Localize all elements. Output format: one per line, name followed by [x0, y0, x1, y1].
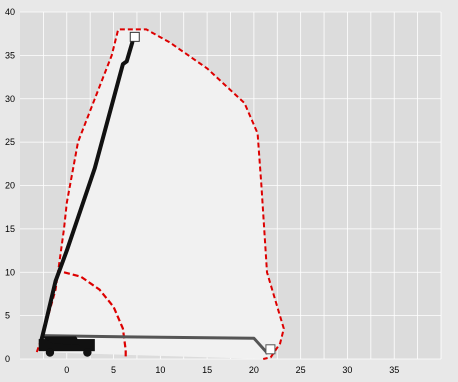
x-tick-label: 10 — [155, 365, 165, 375]
x-tick-label: 20 — [249, 365, 259, 375]
y-tick-label: 30 — [5, 94, 15, 104]
y-tick-label: 0 — [5, 354, 10, 364]
boom-lowered-line — [41, 334, 270, 355]
y-tick-label: 20 — [5, 181, 15, 191]
y-tick-label: 10 — [5, 267, 15, 277]
y-tick-label: 35 — [5, 50, 15, 60]
boom-raised-line — [39, 40, 135, 342]
machine-illustration — [38, 31, 276, 357]
platform-basket-lowered-icon — [265, 344, 276, 355]
turret — [40, 336, 81, 346]
y-tick-label: 5 — [5, 311, 10, 321]
axis-labels: 0 5 10 15 20 25 30 35 0 5 10 15 20 25 30 35 40 — [5, 7, 399, 375]
x-tick-label: 30 — [342, 365, 352, 375]
platform-basket-raised-icon — [129, 31, 140, 42]
x-tick-label: 0 — [64, 365, 69, 375]
series-layer — [35, 28, 285, 360]
x-tick-label: 5 — [111, 365, 116, 375]
x-tick-label: 35 — [389, 365, 399, 375]
y-tick-label: 15 — [5, 224, 15, 234]
x-tick-label: 15 — [202, 365, 212, 375]
x-tick-label: 25 — [296, 365, 306, 375]
envelope-area — [36, 29, 284, 360]
wheel-icon — [45, 348, 55, 357]
y-tick-label: 25 — [5, 137, 15, 147]
wheel-icon — [83, 348, 92, 357]
y-tick-label: 40 — [5, 7, 15, 17]
